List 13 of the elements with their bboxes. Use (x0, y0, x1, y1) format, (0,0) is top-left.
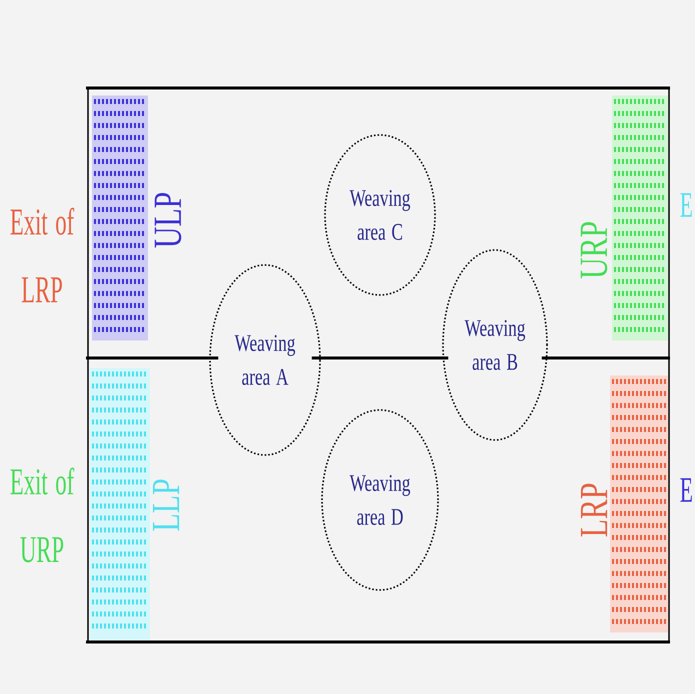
weaving-area: Weaving area B (442, 249, 548, 441)
weaving-area: Weaving area D (321, 409, 439, 591)
parking-area (90, 368, 150, 640)
exit-label: Exit of LRP (10, 208, 74, 302)
area-label: ULP (154, 192, 182, 248)
area-label: LRP (580, 484, 608, 537)
parking-area (92, 95, 148, 340)
weaving-area: Weaving area A (209, 264, 321, 456)
parking-area (610, 376, 668, 632)
area-label: LLP (152, 480, 180, 531)
weaving-area: Weaving area C (324, 134, 436, 296)
parking-area (612, 95, 668, 340)
area-label: URP (580, 222, 608, 278)
